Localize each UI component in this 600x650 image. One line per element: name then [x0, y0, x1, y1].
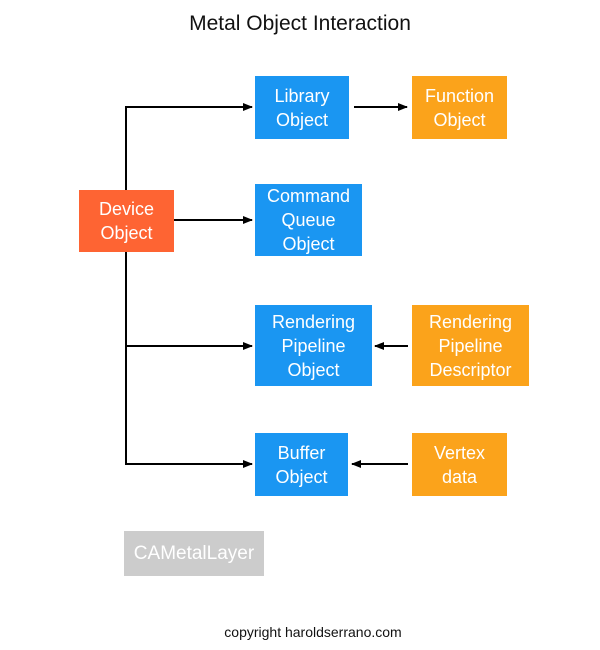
rendering-descriptor-label-line: Rendering [428, 311, 513, 332]
device-label-line: Device [98, 199, 155, 219]
device-label-line: Object [100, 223, 153, 243]
command-queue-label-line: Object [282, 234, 335, 254]
function-label-line: Object [433, 109, 486, 130]
function-label-line: Function [424, 85, 495, 106]
device-to-rendering-pipeline-arrow [125, 252, 253, 350]
vertex-label-line: Vertex [433, 442, 486, 463]
device-to-library-arrow [125, 103, 253, 190]
vertex-data-box: Vertex data [412, 433, 507, 496]
library-label-line: Object [275, 109, 329, 130]
rendering-pipeline-label-line: Pipeline [281, 335, 346, 356]
rendering-pipeline-label-line: Object [287, 359, 340, 380]
ca-metal-layer-label-line: CAMetalLayer [133, 542, 255, 564]
rendering-pipeline-label-line: Rendering [271, 311, 356, 332]
vertex-label-line: data [441, 466, 478, 487]
diagram-title: Metal Object Interaction [189, 12, 411, 35]
buffer-label-line: Buffer [277, 442, 326, 463]
command-queue-label-line: Queue [281, 210, 336, 230]
rendering-descriptor-label-line: Pipeline [438, 335, 503, 356]
library-label-line: Library [274, 85, 330, 106]
ca-metal-layer-box: CAMetalLayer [124, 531, 264, 576]
buffer-label-line: Object [275, 466, 328, 487]
copyright-footer: copyright haroldserrano.com [224, 624, 402, 640]
command-queue-label-line: Command [266, 186, 351, 206]
device-to-buffer-arrow [125, 346, 253, 468]
rendering-descriptor-label-line: Descriptor [429, 359, 512, 380]
